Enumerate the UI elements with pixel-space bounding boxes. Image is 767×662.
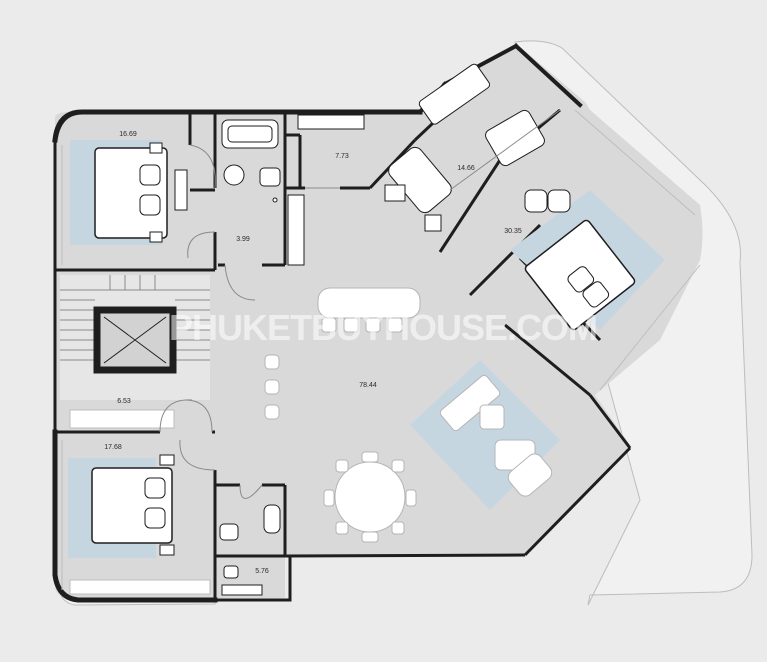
living-dining — [264, 287, 560, 543]
area-label-living-dining: 78.44 — [359, 382, 377, 389]
area-label-stair-hall: 6.53 — [117, 398, 131, 405]
bathroom-3 — [384, 63, 561, 232]
bathroom-4 — [219, 504, 281, 596]
sink — [223, 164, 245, 186]
bedroom-1 — [70, 140, 188, 245]
bathroom-2 — [287, 114, 365, 266]
bathroom-1 — [221, 119, 281, 203]
area-label-bathroom-4: 5.76 — [255, 568, 269, 575]
watermark: PHUKETBUYHOUSE.COM — [169, 307, 597, 348]
windows — [61, 109, 701, 590]
bedroom-2 — [68, 454, 211, 595]
area-label-bathroom-2: 7.73 — [335, 153, 349, 160]
area-label-master-bedroom: 30.35 — [504, 228, 522, 235]
master-bedroom — [510, 189, 665, 331]
area-label-bathroom-1: 3.99 — [236, 236, 250, 243]
area-label-bedroom-2: 17.68 — [104, 444, 122, 451]
area-label-bedroom-1: 16.69 — [119, 131, 137, 138]
toilet — [259, 167, 281, 187]
door-swings — [159, 144, 340, 499]
area-label-bathroom-3: 14.66 — [457, 165, 475, 172]
bedroom-1-bed — [94, 147, 168, 239]
dining-table — [334, 461, 406, 533]
sofa — [439, 374, 501, 432]
stairwell — [60, 275, 210, 429]
bathtub — [221, 119, 279, 149]
